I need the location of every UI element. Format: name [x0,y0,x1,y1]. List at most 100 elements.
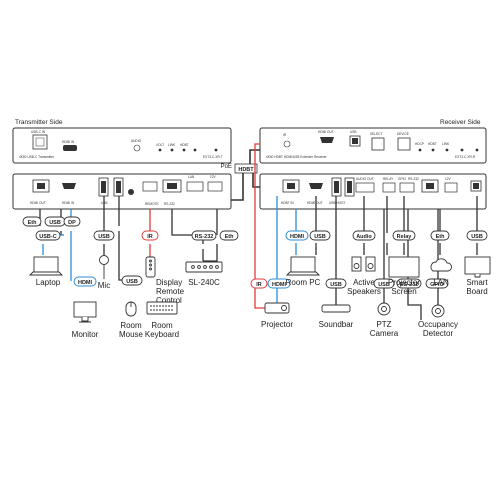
svg-text:USB: USB [126,279,138,285]
rx-tag-audio: Audio [352,230,376,241]
svg-text:RS-232: RS-232 [195,234,214,240]
lan-icon [430,258,452,272]
tx-tag-dp: DP [63,216,81,227]
tx-front-label-hdmi: HDMI IN [62,140,75,144]
speakers-label-2: Speakers [347,287,381,296]
rx-tag-usb-soundbar: USB [325,278,347,289]
keyboard-icon [146,301,178,315]
tx-rear-label-12v: 12V [210,175,217,179]
svg-text:Eth: Eth [28,220,38,226]
rx-rear-label-rs232: RS-232 [408,177,419,181]
ir-terminal [142,181,158,192]
ptz-camera-label-1: PTZ [376,320,391,329]
room-keyboard-label-2: Keyboard [145,330,179,339]
receiver-front-leds [418,148,479,152]
occupancy-label-1: Occupancy [418,320,458,329]
rx-tag-eth: Eth [430,230,450,241]
device-button [397,137,411,151]
room-pc-icon [285,256,321,276]
room-keyboard-label-1: Room [151,321,173,330]
svg-text:USB: USB [330,282,342,288]
monitor-icon [73,301,97,323]
rx-tag-usb-pc: USB [309,230,331,241]
soundbar-icon [321,304,351,313]
room-pc-label: Room PC [286,278,321,287]
tx-tag-usb-c: USB-C [35,230,61,241]
mic-icon [99,255,109,279]
select-button [371,137,385,151]
rx-front-label-usb: USB [350,130,357,134]
svg-text:RS-232: RS-232 [400,282,419,288]
remote-label-1: Display [156,278,182,287]
gpio-rs232-terminal [399,182,415,193]
speakers-label-1: Active [353,278,375,287]
receiver-rear-panel: HDBT IN HDMI OUT USB HOST AUDIO OUT RELA… [259,173,487,210]
rx-front-label-hdmi-out: HDMI OUT [318,130,334,134]
svg-text:USB: USB [378,282,390,288]
smart-board-icon [464,256,491,278]
tx-front-label-audio: AUDIO [131,139,142,143]
tx-tag-ir: IR [141,230,159,241]
screen-label-1: Projector [388,278,420,287]
rx-front-label-hdcp: HDCP [415,142,424,146]
tx-tag-usb-1: USB [44,216,66,227]
tx-rear-label-lan: LAN [188,175,195,179]
rx-tag-hdmi-pc: HDMI [285,230,309,241]
tx-front-label-volt: VOLT [156,143,164,147]
mouse-icon [125,301,137,317]
monitor-label: Monitor [72,330,99,339]
laptop-label: Laptop [36,278,61,287]
sl240c-keypad-icon [185,261,223,273]
transmitter-side-title: Transmitter Side [15,119,63,126]
rx-rear-label-hdmi-out: HDMI OUT [307,201,323,205]
rx-rear-label-relay: RELAY [383,177,394,181]
rx-front-label-ir: IR [283,133,287,137]
lan-label: LAN [433,278,449,287]
transmitter-model: EXT3-C-XR-T [203,155,223,159]
occupancy-label-2: Detector [423,329,454,338]
tx-tag-usb-keyboard: USB [121,275,143,286]
rx-rear-hdmi-out-port [309,183,323,189]
rx-rear-label-usb-host: USB HOST [329,201,345,205]
tx-tag-eth-2: Eth [219,230,239,241]
rx-power-terminal [444,182,458,193]
room-mouse-label-1: Room [120,321,142,330]
transmitter-name: 4K60 USB-C Transmitter [19,155,55,159]
mic-jack [128,189,134,195]
projector-screen-icon [388,256,420,278]
usb-c-port [63,145,77,151]
room-mouse-label-2: Mouse [119,330,144,339]
smart-board-label-1: Smart [466,278,488,287]
speakers-icon [351,256,376,272]
rx-tag-rs232: RS-232 [396,278,422,289]
sl240c-label: SL-240C [188,278,220,287]
rx-tag-gpio: GPIO [425,278,449,289]
rx-rear-label-gpio: GPIO [398,177,406,181]
svg-text:USB-C: USB-C [39,234,56,240]
svg-text:Eth: Eth [225,234,235,240]
svg-text:USB: USB [49,220,61,226]
tx-tag-usb-mic: USB [93,230,115,241]
rx-tag-usb-camera: USB [373,278,395,289]
rx-front-label-device: DEVICE [397,132,409,136]
svg-text:Eth: Eth [436,234,446,240]
audio-button [133,144,141,152]
tx-rear-label-hdmi-out: HDMI OUT [30,201,46,205]
svg-text:USB: USB [471,234,483,240]
remote-label-2: Remote [156,287,185,296]
power-terminal [207,181,223,192]
ptz-camera-label-2: Camera [370,329,399,338]
svg-text:IR: IR [147,234,153,240]
svg-text:USB: USB [314,234,326,240]
tx-tag-hdmi-monitor: HDMI [73,276,97,287]
hdbt-label: HDBT [238,167,254,173]
tx-tag-eth: Eth [22,216,42,227]
receiver-model: EXT3-C-XR-R [455,155,476,159]
svg-text:USB: USB [98,234,110,240]
hdbt-link: HDBT PoE [221,149,260,201]
transmitter-front-leds [158,148,218,152]
receiver-front-panel: 4K60 HDBT HDMI/USB Extender Receiver EXT… [259,127,487,164]
tx-front-label-usbc: USB-C IN [31,130,46,134]
